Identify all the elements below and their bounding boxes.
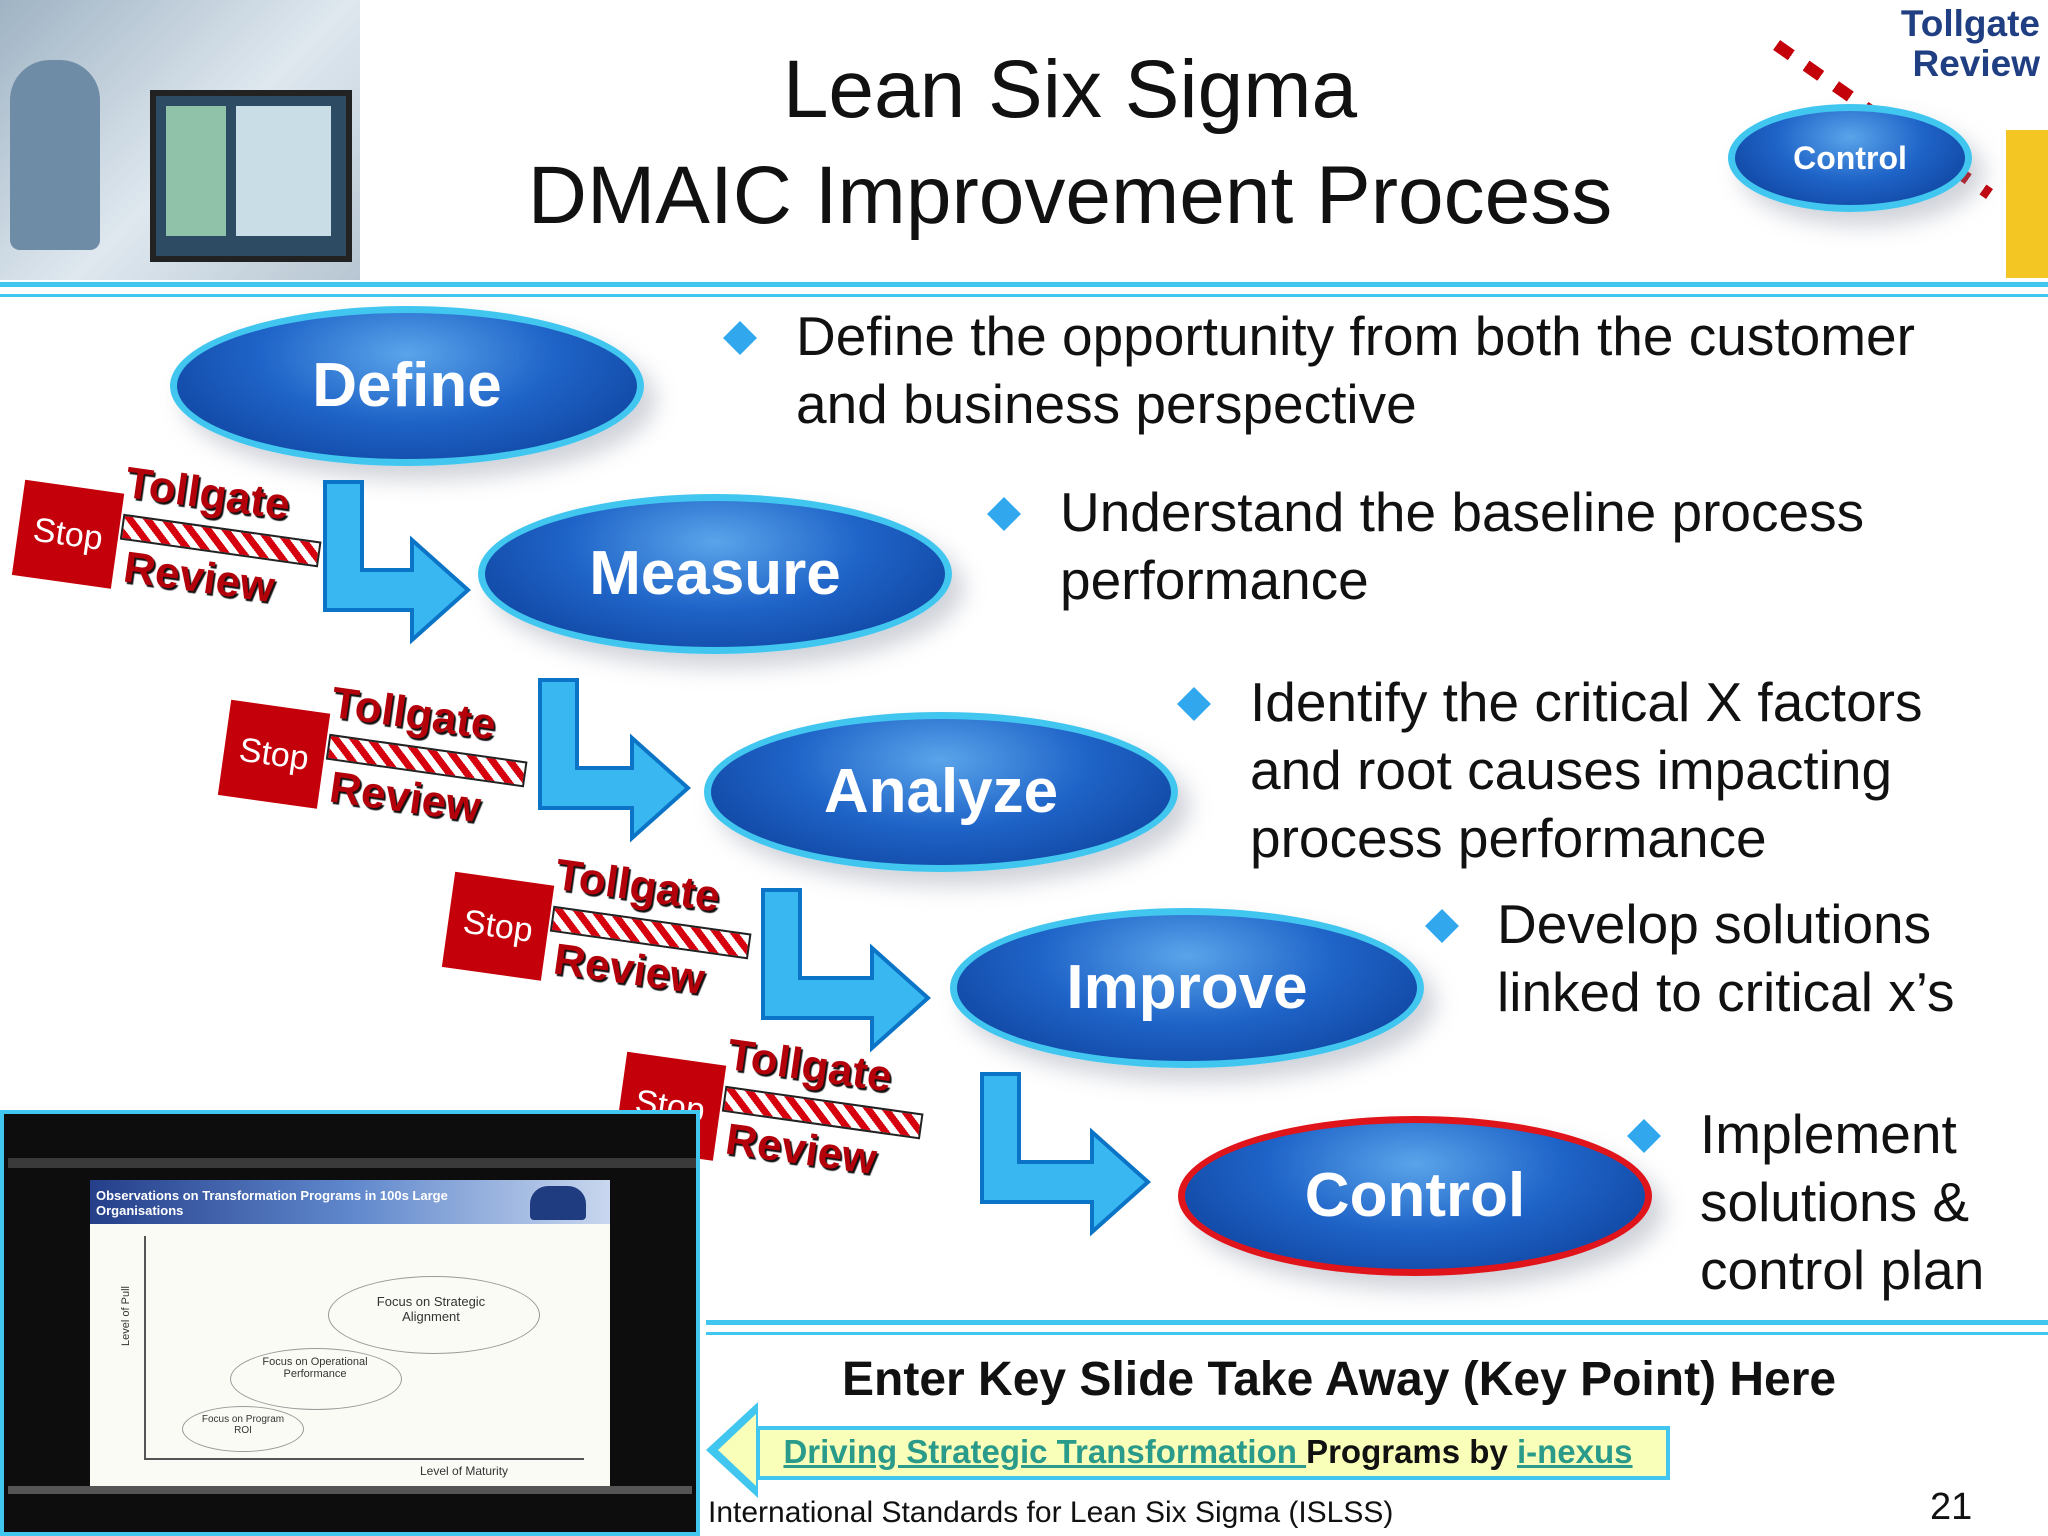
video-bubble-roi [182,1406,304,1452]
corner-post [2006,130,2048,278]
banner-mid-text: Programs by [1306,1433,1517,1470]
video-bubble-operational [230,1348,402,1410]
video-x-axis: Level of Maturity [420,1464,509,1478]
phase-measure: Measure [478,494,952,654]
footer-rule-thin [706,1332,2048,1335]
video-axis-base [144,1458,584,1460]
link-inexus[interactable]: i-nexus [1516,1433,1633,1470]
link-driving-strategic[interactable]: Driving Strategic Transformation [783,1433,1307,1470]
stop-sign: Stop [11,479,125,589]
banner-text: Driving Strategic Transformation Program… [758,1430,1658,1474]
flow-arrow-1 [323,480,472,645]
page-title-line2: DMAIC Improvement Process [527,150,1613,241]
header-rule-thin [0,294,2048,297]
video-y-axis: Level of Pull [119,1286,132,1346]
video-slide-header [90,1180,610,1224]
flow-arrow-2 [538,678,692,843]
stop-sign: Stop [217,699,331,809]
video-bubble-strategic-label: Focus on Strategic Alignment [376,1294,486,1324]
phase-define: Define [170,306,644,466]
video-bubble-operational-label: Focus on Operational Performance [262,1356,368,1380]
page-number: 21 [1930,1486,1973,1528]
people-icon [530,1186,586,1220]
phase-control: Control [1178,1116,1652,1276]
video-bubble-strategic [328,1276,540,1354]
footer-rule [706,1320,2048,1325]
header-rule [0,282,2048,287]
video-menu-bar [8,1158,696,1168]
banner-arrow-inner [718,1414,756,1486]
embedded-video[interactable]: Observations on Transformation Programs … [0,1110,700,1536]
video-bubble-roi-label: Focus on Program ROI [201,1414,285,1436]
monitor-shape [150,90,352,262]
key-point-text: Enter Key Slide Take Away (Key Point) He… [842,1353,1837,1406]
video-progress-bar[interactable] [8,1486,692,1494]
link-banner [756,1426,1670,1480]
corner-tollgate-label: Tollgate Review [1900,3,2040,84]
factory-photo [0,0,360,280]
stop-sign: Stop [441,871,555,981]
worker-silhouette [10,60,100,250]
flow-arrow-3 [761,888,932,1053]
corner-control-badge: Control [1728,104,1972,212]
phase-improve: Improve [950,908,1424,1068]
phase-analyze: Analyze [704,712,1178,872]
flow-arrow-4 [980,1072,1152,1237]
video-axis-line [144,1236,146,1458]
page-title-line1: Lean Six Sigma [782,44,1358,135]
organization-footer: International Standards for Lean Six Sig… [708,1496,1394,1529]
video-slide-title: Observations on Transformation Programs … [96,1188,448,1218]
define-description: Define the opportunity from both the cus… [796,305,1915,435]
video-slide: Observations on Transformation Programs … [90,1180,610,1490]
